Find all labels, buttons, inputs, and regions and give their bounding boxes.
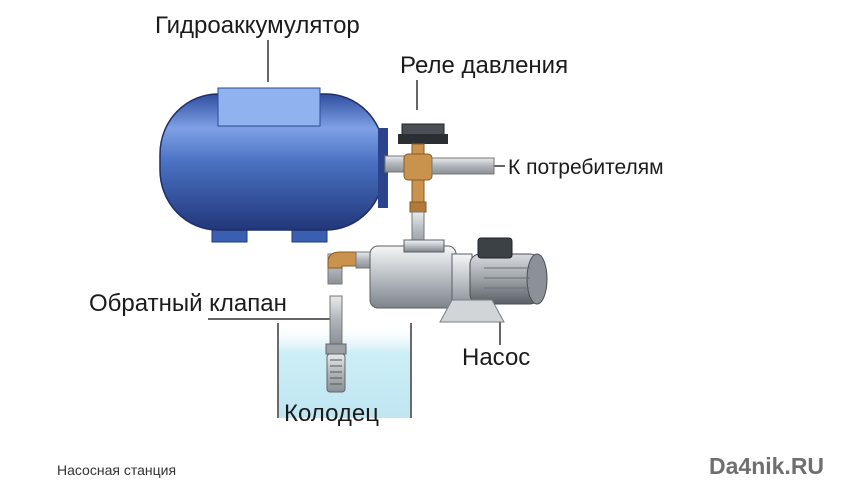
figure-caption: Насосная станция — [57, 462, 177, 478]
suction-pipe — [327, 251, 373, 345]
pump — [369, 237, 548, 323]
check-valve — [325, 343, 347, 393]
consumer-pipe — [431, 157, 495, 175]
label-well: Колодец — [284, 400, 379, 427]
label-pump: Насос — [462, 344, 531, 371]
pressure-switch — [398, 123, 448, 157]
label-pressure-switch: Реле давления — [400, 52, 569, 79]
label-check-valve: Обратный клапан — [89, 290, 287, 317]
site-watermark: Da4nik.RU — [709, 453, 825, 479]
five-way-fitting — [403, 153, 433, 213]
label-accumulator: Гидроаккумулятор — [155, 12, 360, 39]
hydro-accumulator — [159, 87, 408, 231]
label-to-consumers: К потребителям — [508, 156, 664, 179]
